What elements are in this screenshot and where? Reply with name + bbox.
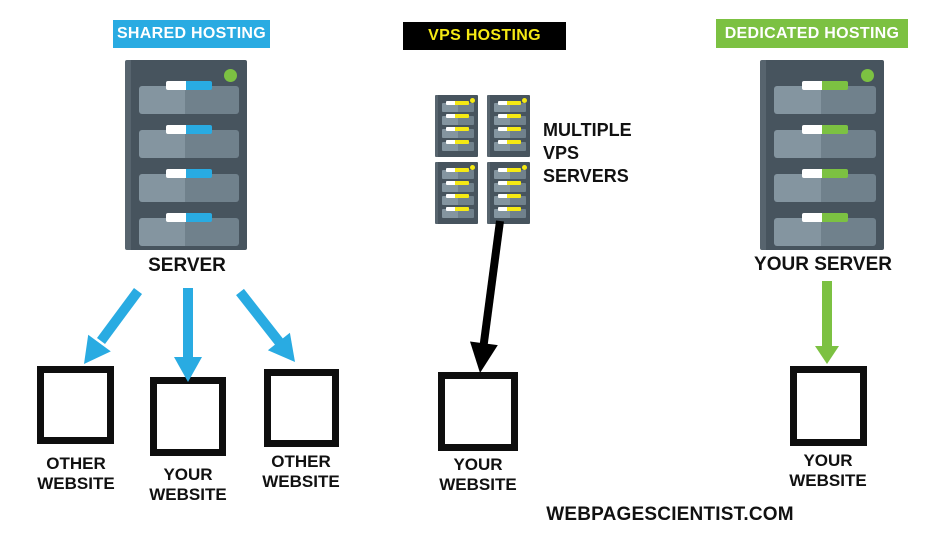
load-bar-icon	[445, 127, 469, 131]
load-bar-icon	[497, 207, 521, 211]
load-bar-icon	[801, 213, 849, 222]
load-bar-icon	[497, 127, 521, 131]
load-bar-icon	[497, 194, 521, 198]
shared-server-icon	[125, 60, 247, 250]
dedicated-server-label: YOUR SERVER	[754, 254, 892, 275]
load-bar-icon	[166, 213, 212, 222]
vps-server-icon	[487, 95, 530, 157]
other-website-box	[37, 366, 114, 444]
load-bar-icon	[445, 168, 469, 172]
load-bar-icon	[801, 169, 849, 178]
power-led-icon	[522, 98, 527, 103]
drive-bay	[774, 81, 876, 114]
load-bar-icon	[166, 169, 212, 178]
load-bar-icon	[445, 181, 469, 185]
load-bar-icon	[497, 101, 521, 105]
load-bar-icon	[166, 81, 212, 90]
drive-bay	[774, 169, 876, 202]
drive-bay	[774, 125, 876, 158]
load-bar-icon	[445, 207, 469, 211]
load-bar-icon	[497, 140, 521, 144]
vps-arrow-icon	[470, 220, 504, 373]
site-credit-label: WEBPAGESCIENTIST.COM	[546, 504, 794, 525]
your-website-box	[150, 377, 226, 456]
shared-arrow-right-icon	[236, 288, 295, 362]
load-bar-icon	[801, 125, 849, 134]
power-led-icon	[224, 69, 237, 82]
vps-server-icon	[435, 162, 478, 224]
dedicated-server-icon	[760, 60, 884, 250]
load-bar-icon	[445, 114, 469, 118]
vps-server-icon	[487, 162, 530, 224]
power-led-icon	[470, 165, 475, 170]
drive-bay	[139, 81, 239, 114]
other-website-box	[264, 369, 339, 447]
vps-hosting-badge: VPS HOSTING	[403, 22, 566, 50]
shared-server-label: SERVER	[148, 255, 226, 276]
power-led-icon	[470, 98, 475, 103]
shared-arrow-middle-icon	[174, 288, 202, 382]
dedicated-hosting-badge: DEDICATED HOSTING	[716, 19, 908, 48]
shared-arrow-left-icon	[84, 288, 143, 364]
load-bar-icon	[497, 181, 521, 185]
your-website-label: YOUR WEBSITE	[149, 465, 227, 504]
vps-server-cluster	[435, 95, 531, 225]
load-bar-icon	[801, 81, 849, 90]
load-bar-icon	[497, 168, 521, 172]
load-bar-icon	[445, 101, 469, 105]
your-website-label: YOUR WEBSITE	[439, 455, 517, 494]
drive-bay	[139, 169, 239, 202]
drive-bay	[139, 125, 239, 158]
shared-hosting-badge: SHARED HOSTING	[113, 20, 270, 48]
load-bar-icon	[445, 140, 469, 144]
drive-bay	[139, 213, 239, 246]
power-led-icon	[861, 69, 874, 82]
your-website-box	[438, 372, 518, 451]
load-bar-icon	[166, 125, 212, 134]
other-website-label: OTHER WEBSITE	[262, 452, 340, 491]
load-bar-icon	[445, 194, 469, 198]
dedicated-arrow-icon	[815, 281, 839, 364]
load-bar-icon	[497, 114, 521, 118]
vps-server-icon	[435, 95, 478, 157]
other-website-label: OTHER WEBSITE	[37, 454, 115, 493]
multiple-vps-servers-label: MULTIPLE VPS SERVERS	[543, 120, 632, 186]
drive-bay	[774, 213, 876, 246]
your-website-label: YOUR WEBSITE	[789, 451, 867, 490]
power-led-icon	[522, 165, 527, 170]
your-website-box	[790, 366, 867, 446]
